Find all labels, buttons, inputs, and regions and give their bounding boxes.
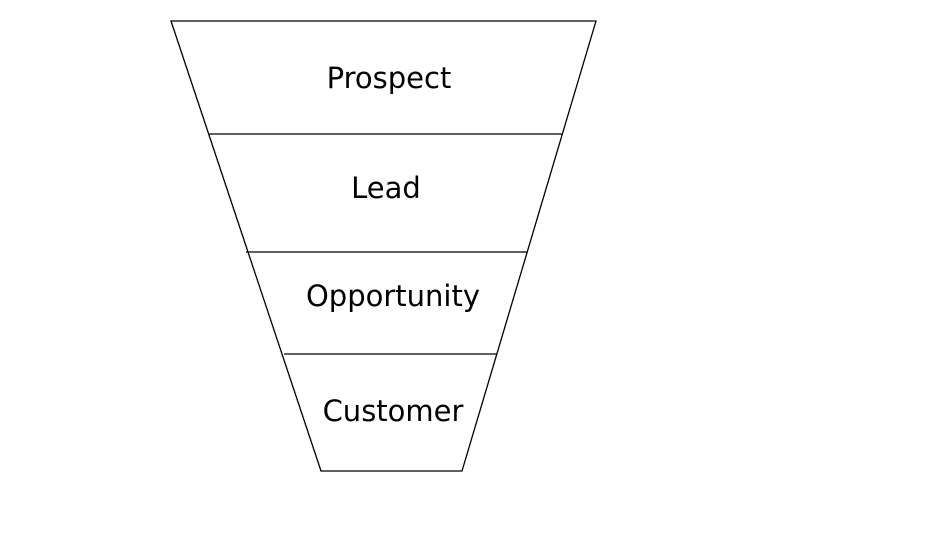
- stage-label-opportunity: Opportunity: [306, 279, 480, 313]
- stage-label-customer: Customer: [323, 394, 464, 428]
- stage-label-lead: Lead: [351, 171, 421, 205]
- stage-label-prospect: Prospect: [327, 61, 452, 95]
